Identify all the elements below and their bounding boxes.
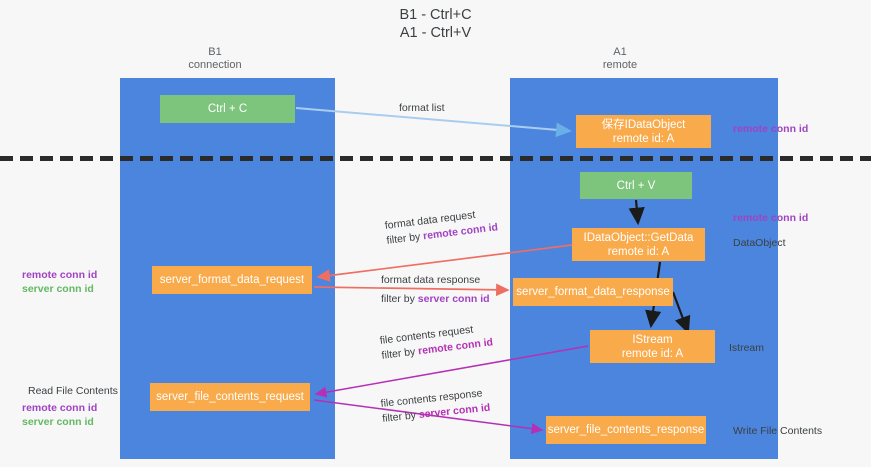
node-ctrl-c-label: Ctrl + C <box>207 103 248 115</box>
title-line-2: A1 - Ctrl+V <box>399 25 472 41</box>
label-right-dataobject-text: DataObject <box>733 237 786 249</box>
column-header-a1: A1 remote <box>555 46 685 72</box>
title-line-1: B1 - Ctrl+C <box>399 7 472 23</box>
label-left-server-conn-id-1: server conn id <box>22 283 94 295</box>
edge-label-fdres-line2: filter by server conn id <box>381 292 490 307</box>
node-idataobject-getdata[interactable]: IDataObject::GetData remote id: A <box>572 228 705 261</box>
node-server-file-contents-response[interactable]: server_file_contents_response <box>546 416 706 444</box>
edge-label-format-data-response: format data response filter by server co… <box>381 273 490 307</box>
label-left-conn-ids-lower: remote conn id server conn id <box>22 401 97 429</box>
label-left-read-file-contents-text: Read File Contents <box>28 385 118 397</box>
node-ctrl-v-label: Ctrl + V <box>616 179 656 192</box>
edge-label-format-list-text: format list <box>399 102 445 114</box>
node-istream[interactable]: IStream remote id: A <box>590 330 715 363</box>
edge-label-fdres-line1: format data response <box>381 274 481 286</box>
node-save-idataobject-line1: 保存IDataObject <box>601 118 686 131</box>
node-server-format-data-request-label: server_format_data_request <box>159 274 305 286</box>
label-left-remote-conn-id-2: remote conn id <box>22 402 98 414</box>
node-getdata-line1: IDataObject::GetData <box>583 231 694 244</box>
label-right-istream: Istream <box>729 341 764 355</box>
fdres-filter-prefix: filter by <box>381 293 418 305</box>
label-left-server-conn-id-2: server conn id <box>22 416 94 428</box>
edge-label-format-list: format list <box>399 101 445 116</box>
fdres-filter-key: server conn id <box>417 293 490 305</box>
label-right-write-file-contents-text: Write File Contents <box>733 425 823 437</box>
fcres-filter-prefix: filter by <box>381 409 420 425</box>
node-ctrl-c[interactable]: Ctrl + C <box>160 95 295 123</box>
fcreq-filter-prefix: filter by <box>380 345 419 362</box>
node-server-format-data-response-label: server_format_data_response <box>516 286 670 298</box>
column-b1-subtitle: connection <box>188 59 242 71</box>
label-right-remote-conn-id-top-text: remote conn id <box>733 123 809 135</box>
node-server-format-data-response[interactable]: server_format_data_response <box>513 278 673 306</box>
node-save-idataobject-line2: remote id: A <box>612 132 675 145</box>
edge-label-file-contents-request: file contents request filter by remote c… <box>379 320 494 363</box>
column-header-b1: B1 connection <box>150 46 280 72</box>
diagram-title: B1 - Ctrl+C A1 - Ctrl+V <box>0 6 871 42</box>
label-right-remote-conn-id-top: remote conn id <box>733 122 808 136</box>
column-a1-subtitle: remote <box>602 59 638 71</box>
node-server-file-contents-request-label: server_file_contents_request <box>156 391 304 403</box>
label-right-istream-text: Istream <box>729 342 765 354</box>
label-right-remote-conn-id-mid-text: remote conn id <box>733 212 809 224</box>
column-b1-name: B1 <box>208 46 222 58</box>
edge-label-format-data-request: format data request filter by remote con… <box>384 205 499 248</box>
node-ctrl-v[interactable]: Ctrl + V <box>580 172 692 199</box>
label-left-remote-conn-id-1: remote conn id <box>22 269 98 281</box>
node-server-file-contents-response-label: server_file_contents_response <box>547 424 705 436</box>
label-left-read-file-contents: Read File Contents <box>28 384 118 398</box>
label-right-remote-conn-id-mid: remote conn id <box>733 211 808 225</box>
node-save-idataobject[interactable]: 保存IDataObject remote id: A <box>576 115 711 148</box>
node-istream-line2: remote id: A <box>621 347 684 360</box>
label-right-write-file-contents: Write File Contents <box>733 424 822 438</box>
fdreq-filter-prefix: filter by <box>385 230 424 247</box>
node-getdata-line2: remote id: A <box>607 245 670 258</box>
column-a1-name: A1 <box>613 46 627 58</box>
label-left-conn-ids-upper: remote conn id server conn id <box>22 268 97 296</box>
phase-divider <box>0 156 871 161</box>
edge-label-file-contents-response: file contents response filter by server … <box>380 386 491 427</box>
label-right-dataobject: DataObject <box>733 236 786 250</box>
node-server-file-contents-request[interactable]: server_file_contents_request <box>150 383 310 411</box>
node-istream-line1: IStream <box>632 333 673 346</box>
node-server-format-data-request[interactable]: server_format_data_request <box>152 266 312 294</box>
